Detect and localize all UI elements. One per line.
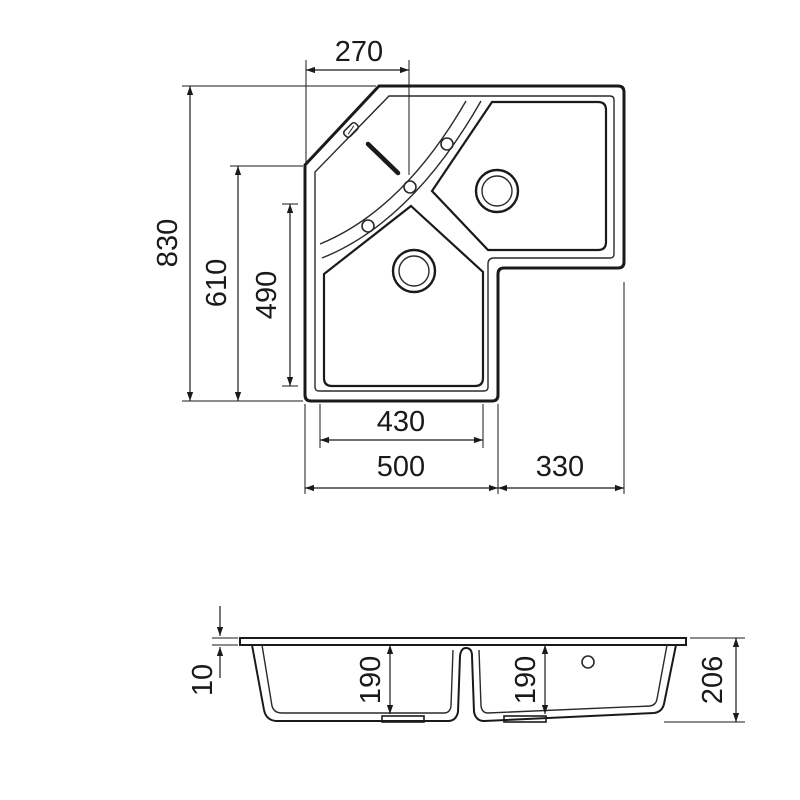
left-drain-icon [391,248,437,294]
right-drain-icon [474,168,520,214]
left-bowl-profile [251,644,677,723]
dimension-label-190-left: 190 [355,656,387,704]
dimension-label-10: 10 [187,664,219,696]
dimension-830: 830 [152,85,376,402]
pop-up-wand [365,141,401,176]
dimension-label-270: 270 [335,36,383,68]
tap-hole-side [581,655,595,669]
right-bowl-inner-wall [478,644,668,714]
dimension-label-610: 610 [201,259,233,307]
right-bowl [430,100,608,252]
dimension-206: 206 [664,637,745,723]
dimension-270: 270 [305,36,410,175]
left-bowl-inner-wall [261,644,454,714]
left-bowl [322,204,485,388]
dimension-label-490: 490 [251,271,283,319]
tap-hole [403,180,417,194]
dimension-10: 10 [187,606,238,696]
drainer-groove [321,100,482,259]
dimension-490: 490 [251,203,298,387]
dimension-500: 500 [304,404,499,494]
dimension-610: 610 [201,165,303,401]
top-view: 270 830 610 490 430 [152,36,626,494]
dimension-label-500: 500 [377,451,425,483]
right-drain-body [503,715,547,723]
left-drain-body [381,715,425,723]
tap-hole [361,219,375,233]
sink-rim-profile [239,637,687,646]
dimension-430: 430 [319,404,484,448]
dimension-190-right: 190 [510,645,549,714]
dimension-label-206: 206 [697,656,729,704]
sink-outline [303,84,626,403]
dimension-330: 330 [498,282,625,494]
dimension-label-190-right: 190 [510,656,542,704]
dimension-label-430: 430 [377,406,425,438]
side-view: 10 190 190 206 [187,606,745,723]
drainer-groove [319,100,467,245]
tap-hole [440,137,454,151]
overflow-slot-icon [342,121,360,139]
dimension-label-330: 330 [536,451,584,483]
dimension-label-830: 830 [152,219,184,267]
sink-rim-inner [314,95,615,392]
dimension-190-left: 190 [355,645,394,714]
